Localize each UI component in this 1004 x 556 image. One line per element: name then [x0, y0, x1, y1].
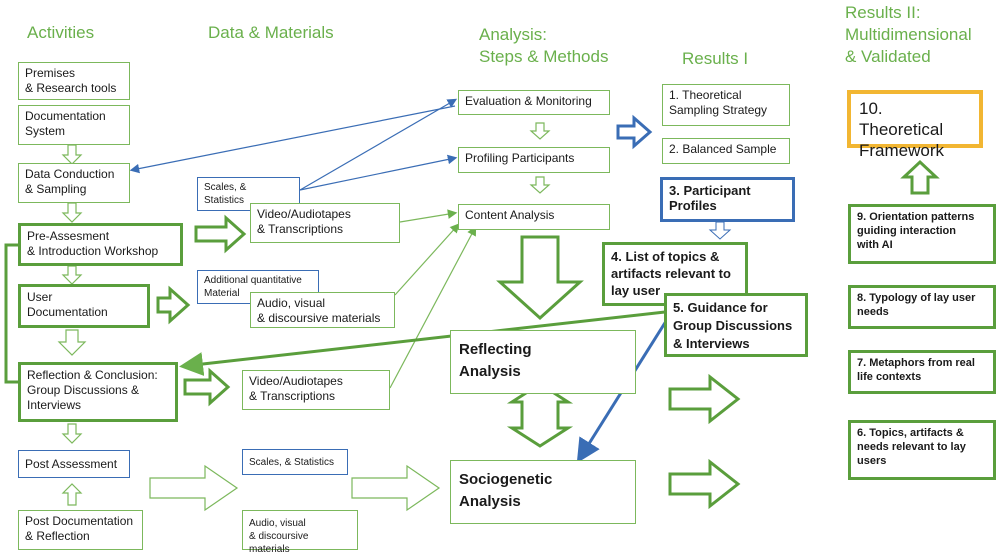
video-audio-box-1: Video/Audiotapes & Transcriptions [250, 203, 400, 243]
header-results2: Results II: Multidimensional & Validated [845, 3, 972, 66]
profiling-box: Profiling Participants [458, 147, 610, 173]
result-7-box: 7. Metaphors from real life contexts [848, 350, 996, 394]
reflecting-analysis-box: Reflecting Analysis [450, 330, 636, 394]
evaluation-box: Evaluation & Monitoring [458, 90, 610, 115]
blue-connectors [129, 98, 458, 191]
blue-block-arrow [616, 114, 653, 150]
header-analysis: Analysis: Steps & Methods [479, 25, 609, 66]
header-results1: Results I [682, 49, 749, 68]
loop-line [4, 243, 20, 384]
result-9-box: 9. Orientation patterns guiding interact… [848, 204, 996, 264]
r3-r4-arrow [708, 221, 732, 240]
video-audio-box-2: Video/Audiotapes & Transcriptions [242, 370, 390, 410]
big-down-arrow [496, 235, 584, 321]
framework-up-arrow [900, 159, 940, 195]
result-4-box: 4. List of topics & artifacts relevant t… [602, 242, 748, 306]
audio-visual-box-2: Audio, visual & discoursive materials [242, 510, 358, 555]
scales-statistics-box-1: Scales, & Statistics [197, 177, 300, 211]
results2-arrows [668, 373, 741, 510]
content-analysis-box: Content Analysis [458, 204, 610, 230]
feedback-line [179, 310, 666, 376]
double-arrow [506, 382, 574, 448]
result-1-box: 1. Theoretical Sampling Strategy [662, 84, 790, 126]
analysis-step-arrows [529, 122, 551, 194]
lower-thin-arrows [149, 464, 441, 512]
header-data-materials: Data & Materials [208, 23, 334, 42]
pre-assessment-box: Pre-Assesment & Introduction Workshop [18, 223, 183, 266]
reflection-box: Reflection & Conclusion: Group Discussio… [18, 362, 178, 422]
header-activities: Activities [27, 23, 95, 42]
audio-visual-box-1: Audio, visual & discoursive materials [250, 292, 395, 328]
user-documentation-box: User Documentation [18, 284, 150, 328]
result-2-box: 2. Balanced Sample [662, 138, 790, 164]
result-3-box: 3. Participant Profiles [660, 177, 795, 222]
result-5-box: 5. Guidance for Group Discussions & Inte… [664, 293, 808, 357]
scales-statistics-box-2: Scales, & Statistics [242, 449, 348, 475]
sociogenetic-analysis-box: Sociogenetic Analysis [450, 460, 636, 524]
documentation-system-box: Documentation System [18, 105, 130, 145]
result-10-box: 10. Theoretical Framework [847, 90, 983, 160]
green-connectors [389, 209, 477, 389]
post-documentation-box: Post Documentation & Reflection [18, 510, 143, 550]
activity-to-data-arrows [156, 214, 247, 407]
result-6-box: 6. Topics, artifacts & needs relevant to… [848, 420, 996, 480]
premises-box: Premises & Research tools [18, 62, 130, 100]
post-assessment-box: Post Assessment [18, 450, 130, 478]
activity-flow-arrows [57, 144, 87, 506]
data-conduction-box: Data Conduction & Sampling [18, 163, 130, 203]
result-8-box: 8. Typology of lay user needs [848, 285, 996, 329]
